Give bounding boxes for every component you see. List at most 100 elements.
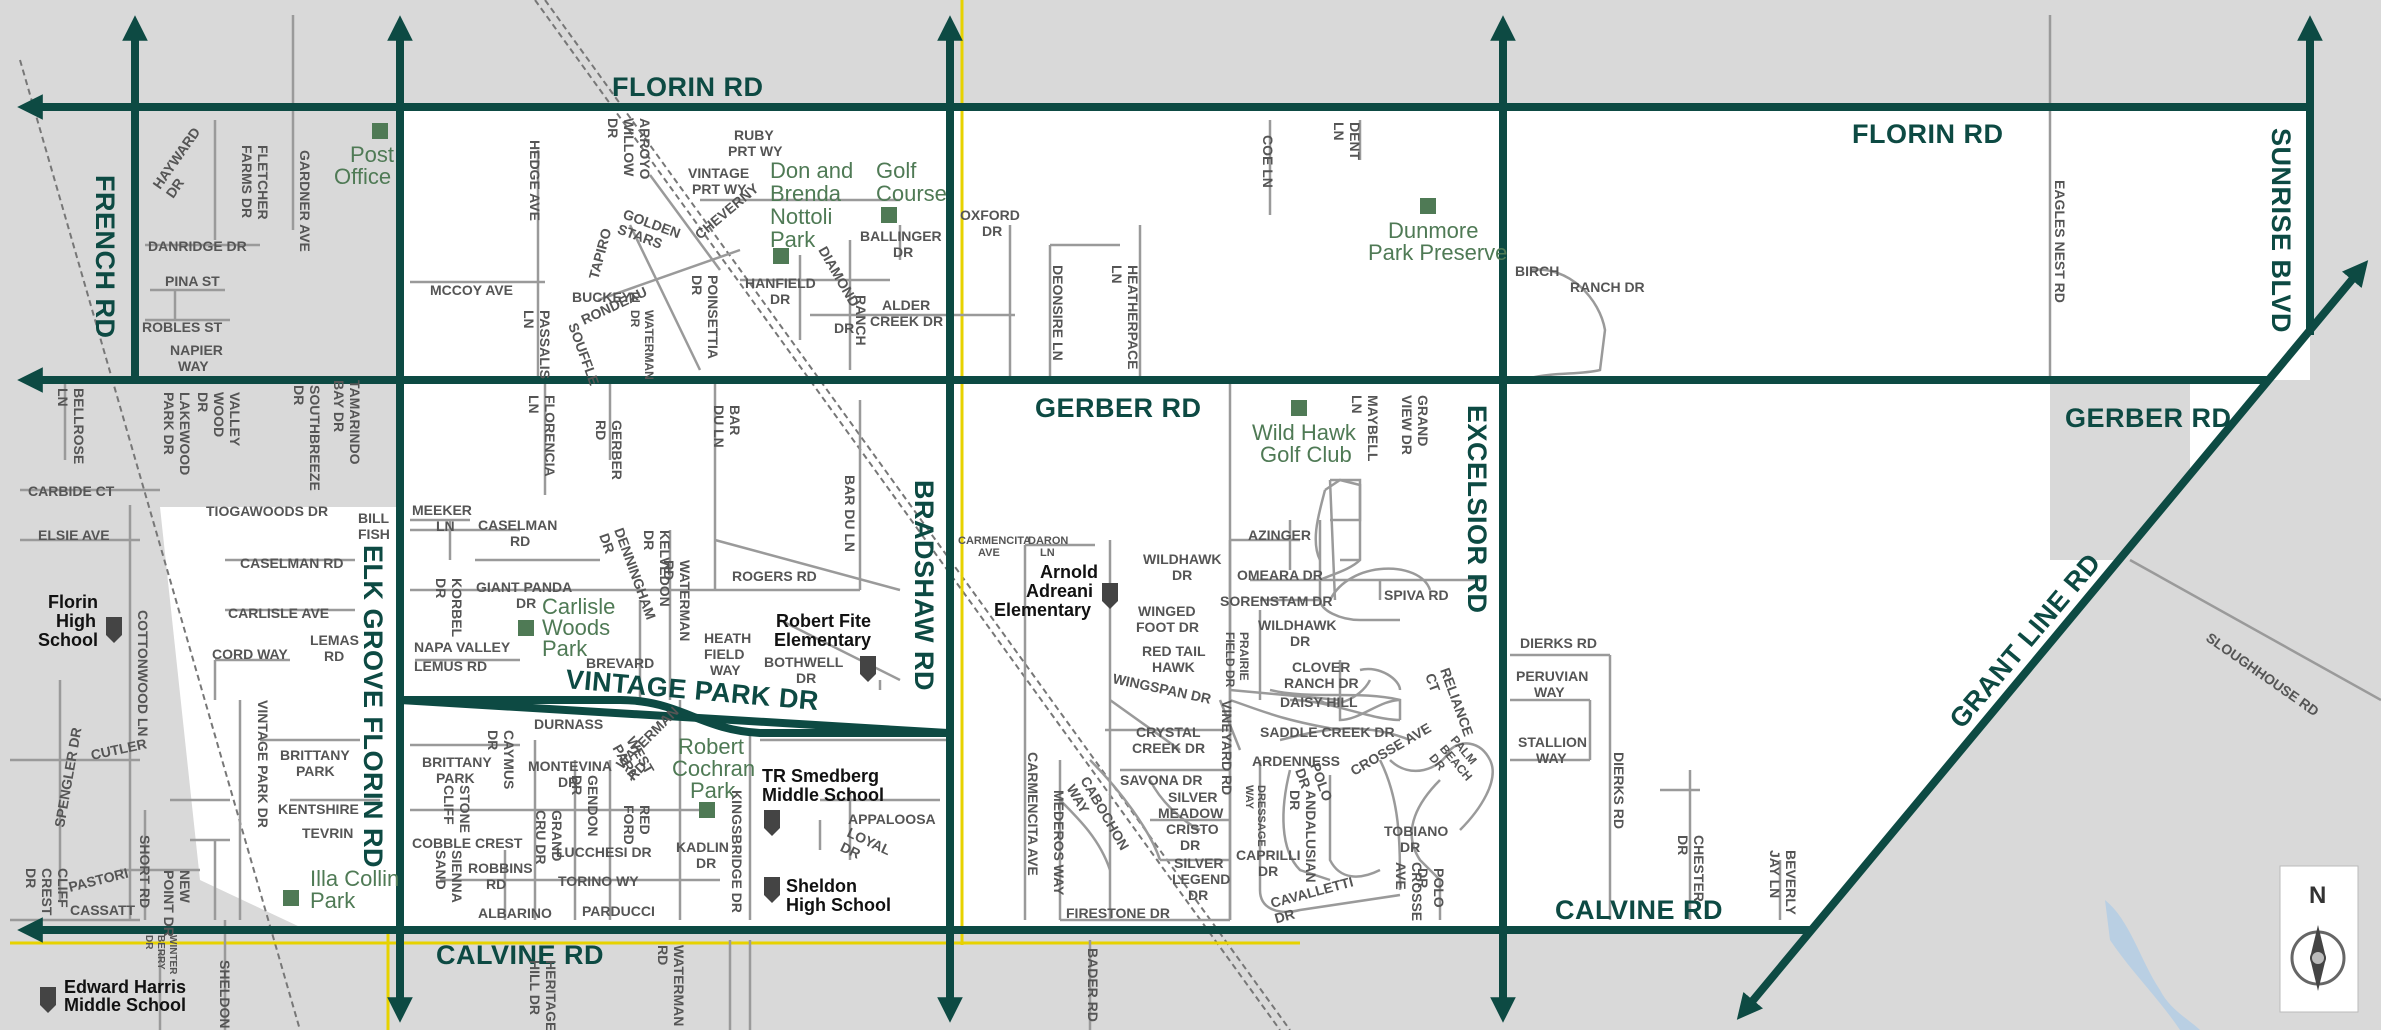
arterial-roads [17, 15, 2369, 1023]
sunrise-blvd-label: SUNRISE BLVD [2266, 128, 2296, 333]
svg-text:ARROYOWILLOWDR: ARROYOWILLOWDR [605, 118, 653, 180]
svg-text:NEWPOINT DR: NEWPOINT DR [161, 870, 193, 937]
grant-line-line [1736, 260, 2369, 1020]
svg-text:WATERMANRD: WATERMANRD [655, 945, 687, 1026]
svg-text:LUCCHESI DR: LUCCHESI DR [556, 844, 652, 860]
bradshaw-rd-label: BRADSHAW RD [909, 480, 939, 691]
svg-text:PRAIRIEFIELD DR: PRAIRIEFIELD DR [1223, 632, 1251, 688]
french-rd-label: FRENCH RD [90, 175, 120, 339]
svg-text:COBBLE CREST: COBBLE CREST [412, 835, 523, 851]
svg-text:DRESSAGEWAY: DRESSAGEWAY [1243, 785, 1267, 847]
svg-text:WATERMANRD: WATERMANRD [661, 560, 693, 641]
florin-rd-label: FLORIN RD [612, 72, 763, 102]
svg-text:SAVONA DR: SAVONA DR [1120, 772, 1202, 788]
svg-text:ARDENNESS: ARDENNESS [1252, 753, 1340, 769]
svg-text:VINTAGE PARK DR: VINTAGE PARK DR [255, 700, 271, 828]
svg-text:VINEYARD RD: VINEYARD RD [1219, 700, 1235, 795]
svg-text:TORINO WY: TORINO WY [558, 873, 639, 889]
svg-text:GERBERRD: GERBERRD [593, 420, 625, 480]
svg-text:MAYBELLLN: MAYBELLLN [1349, 395, 1381, 462]
svg-text:MCCOY AVE: MCCOY AVE [430, 282, 513, 298]
svg-text:NAPA VALLEY: NAPA VALLEY [414, 639, 511, 655]
svg-text:ROBLES ST: ROBLES ST [142, 319, 223, 335]
svg-text:CLIFFCRESTDR: CLIFFCRESTDR [23, 868, 71, 916]
svg-text:SHELDON DR: SHELDON DR [217, 960, 233, 1030]
svg-text:BELLROSELN: BELLROSELN [55, 388, 87, 464]
svg-text:FLORENCIALN: FLORENCIALN [526, 395, 558, 477]
svg-text:SOUTHBREEZEDR: SOUTHBREEZEDR [291, 385, 323, 491]
school-markers [40, 583, 1118, 1013]
svg-text:POLODR: POLODR [1415, 868, 1447, 908]
florin-rd-label-east: FLORIN RD [1852, 119, 2003, 149]
calvine-rd-label: CALVINE RD [436, 940, 604, 970]
svg-text:FLETCHERFARMS DR: FLETCHERFARMS DR [239, 145, 271, 220]
calvine-rd-label-east: CALVINE RD [1555, 895, 1723, 925]
svg-text:BAR DU LN: BAR DU LN [842, 475, 858, 552]
svg-text:DR: DR [834, 320, 854, 336]
excelsior-rd-label: EXCELSIOR RD [1462, 405, 1492, 614]
svg-text:FIRESTONE DR: FIRESTONE DR [1066, 905, 1170, 921]
svg-text:VALLEYWOODDR: VALLEYWOODDR [195, 392, 243, 447]
svg-text:CARMENCITA AVE: CARMENCITA AVE [1025, 752, 1041, 876]
svg-text:TAMARINDOBAY DR: TAMARINDOBAY DR [331, 380, 363, 465]
svg-text:BREVARD: BREVARD [586, 655, 654, 671]
svg-text:DAISY HILL: DAISY HILL [1280, 694, 1358, 710]
svg-text:TIOGAWOODS DR: TIOGAWOODS DR [206, 503, 328, 519]
svg-text:CORD WAY: CORD WAY [212, 646, 288, 662]
svg-text:ELSIE AVE: ELSIE AVE [38, 527, 110, 543]
svg-text:BIRCHRANCH DR: BIRCHRANCH DR [1515, 263, 1645, 295]
svg-text:CASELMAN RD: CASELMAN RD [240, 555, 343, 571]
svg-text:BARDU LN: BARDU LN [711, 405, 743, 448]
svg-text:SADDLE CREEK DR: SADDLE CREEK DR [1260, 724, 1395, 740]
vintage-park-line [399, 696, 949, 737]
svg-text:CASSATT: CASSATT [70, 902, 136, 918]
svg-text:RANCH: RANCH [853, 295, 869, 346]
creek [2105, 900, 2200, 1030]
svg-text:REDFORD: REDFORD [621, 805, 653, 845]
park-symbols [283, 123, 1436, 906]
vintage-park-dr-curve [400, 696, 948, 737]
svg-text:CHESTERDR: CHESTERDR [1675, 835, 1707, 902]
svg-text:COTTONWOOD LN: COTTONWOOD LN [135, 610, 151, 737]
svg-text:DIERKS RD: DIERKS RD [1611, 752, 1627, 829]
svg-text:KORBELDR: KORBELDR [433, 578, 465, 638]
svg-text:HERITAGEHILL DR: HERITAGEHILL DR [527, 960, 559, 1030]
svg-text:PARDUCCI: PARDUCCI [582, 903, 655, 919]
svg-text:KINGSBRIDGE DR: KINGSBRIDGE DR [729, 790, 745, 913]
svg-text:CAYMUSDR: CAYMUSDR [485, 730, 517, 789]
svg-text:LAKEWOODPARK DR: LAKEWOODPARK DR [161, 392, 193, 475]
svg-text:OMEARA DR: OMEARA DR [1237, 567, 1323, 583]
gerber-rd-label-east: GERBER RD [2065, 403, 2232, 433]
svg-text:COE LN: COE LN [1260, 135, 1276, 188]
svg-text:APPALOOSA: APPALOOSA [848, 811, 936, 827]
